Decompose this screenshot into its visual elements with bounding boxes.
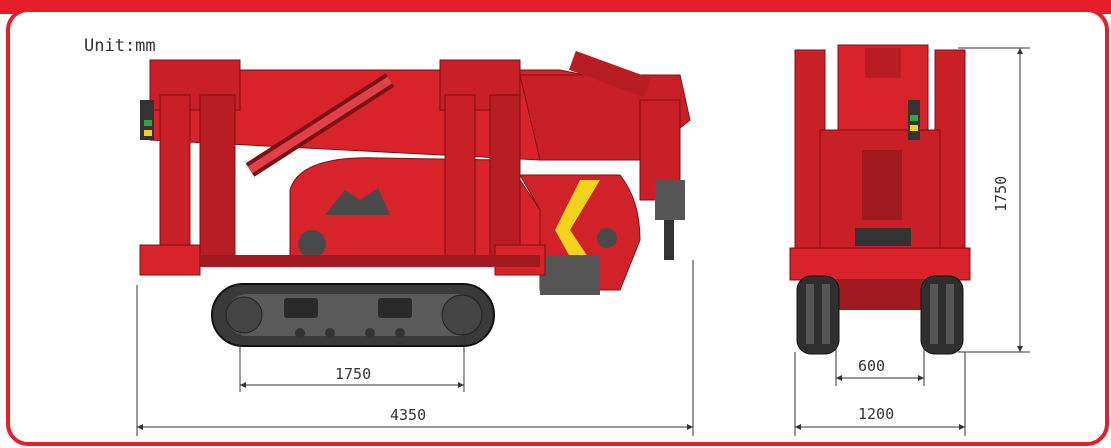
front-height-label: 1750 — [992, 176, 1010, 212]
side-body — [289, 157, 641, 295]
side-dimensions — [136, 260, 694, 436]
front-view: 1750 600 1200 — [789, 44, 1030, 436]
front-track-gap-label: 600 — [858, 357, 885, 375]
side-overall-length-label: 4350 — [390, 406, 426, 424]
side-outriggers — [139, 59, 546, 276]
front-width-label: 1200 — [858, 405, 894, 423]
side-track — [211, 283, 495, 347]
front-dimensions — [794, 47, 1030, 436]
side-track-length-label: 1750 — [335, 365, 371, 383]
unit-label: Unit:mm — [84, 36, 156, 56]
front-tracks — [796, 275, 964, 355]
front-body — [789, 44, 971, 310]
side-view: 1750 4350 — [136, 50, 694, 436]
